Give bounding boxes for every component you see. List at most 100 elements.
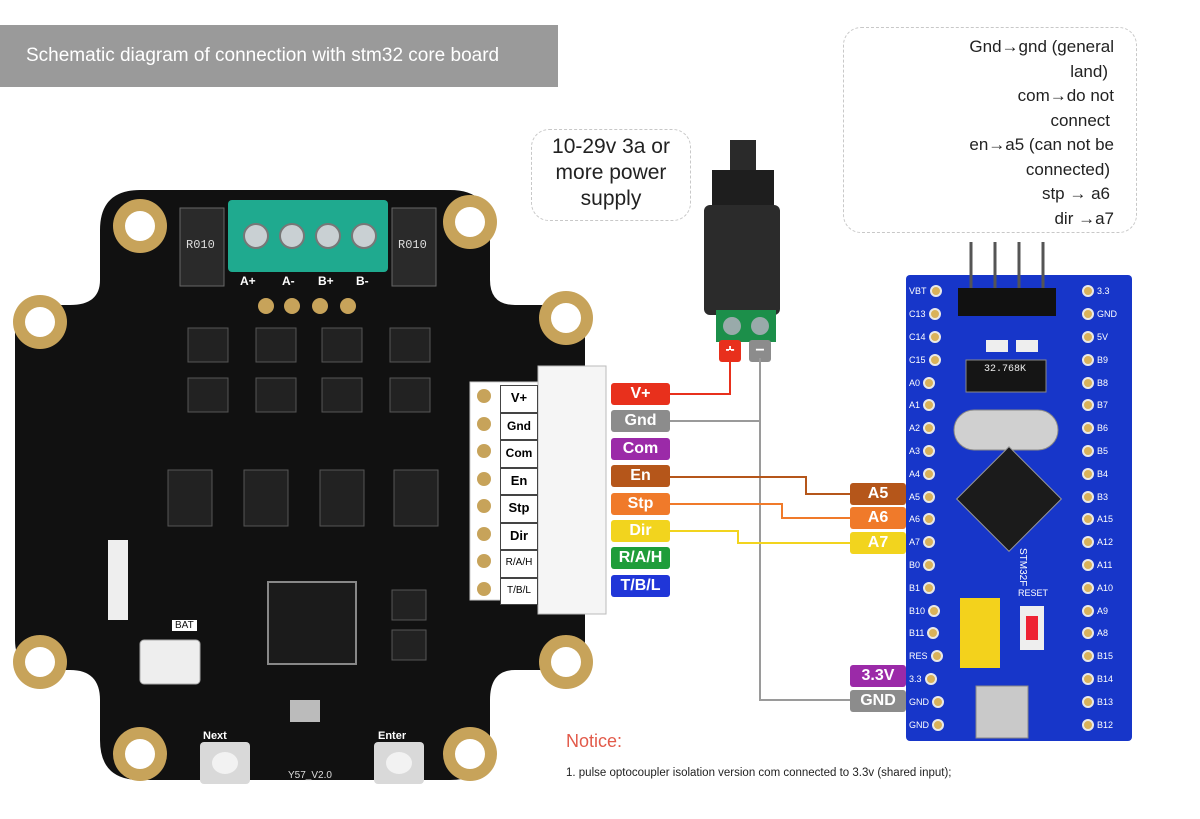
stm32-pin: A8 — [1082, 622, 1128, 645]
stm32-pin: C13 — [909, 303, 941, 326]
stm32-pin: VBT — [909, 280, 942, 303]
next-button[interactable] — [212, 752, 238, 774]
stm32-pin-label: C15 — [909, 354, 926, 365]
stm32-pin-label: A7 — [909, 537, 921, 548]
stm32-pin: 5V — [1082, 326, 1128, 349]
stm32-pin-hole — [1082, 285, 1094, 298]
signal-label-dir: Dir — [611, 519, 670, 542]
stm32-pin-hole — [1082, 718, 1094, 731]
stm32-pin-hole — [1082, 308, 1094, 321]
stm32-pin-hole — [923, 444, 936, 457]
mapping-note-line: en→a5 (can not be — [969, 135, 1114, 154]
wire-stp — [670, 503, 850, 519]
terminal-label: B- — [356, 274, 369, 288]
resistor-marking: R010 — [398, 238, 427, 252]
stm32-pin: B3 — [1082, 485, 1128, 508]
stm32-pin: B4 — [1082, 462, 1128, 485]
power-note-line: 10-29v 3a or — [552, 135, 670, 158]
stm32-pin-label: B1 — [909, 582, 921, 593]
stm32-pin-label: GND — [909, 719, 929, 730]
stm32-pin-label: B10 — [909, 605, 926, 616]
stm32-pin: A10 — [1082, 576, 1128, 599]
stm32-pin-label: A5 — [909, 491, 921, 502]
stm32-pin: A15 — [1082, 508, 1128, 531]
stm32-pin: A9 — [1082, 599, 1128, 622]
stm32-pin-label: GND — [909, 696, 929, 707]
stm32-pin-label: C14 — [909, 331, 926, 342]
stm32-pin: B14 — [1082, 668, 1128, 691]
stm32-pin-label: A3 — [909, 445, 921, 456]
driver-header-labels: V+ Gnd Com En Stp Dir R/A/H T/B/L — [500, 385, 538, 605]
mapping-note-line: dir →a7 — [1054, 208, 1114, 228]
stm32-pin-hole — [1082, 604, 1094, 617]
stm32-pin-label: B14 — [1097, 673, 1114, 684]
stm32-pin: B9 — [1082, 348, 1128, 371]
stm32-pin: B13 — [1082, 690, 1128, 713]
stm32-pin-hole — [1082, 513, 1094, 526]
mapping-note-line: connect — [1050, 110, 1110, 130]
stm32-pin-hole — [1082, 376, 1094, 389]
stm32-pin-hole — [928, 330, 941, 343]
stm32-pin-label: A12 — [1097, 537, 1114, 548]
stm32-reset-button[interactable] — [1026, 616, 1038, 640]
signal-label-list: V+ Gnd Com En Stp Dir R/A/H T/B/L — [611, 383, 670, 597]
mapping-note-line: stp → a6 — [1041, 184, 1110, 203]
stm32-label-a5: A5 — [850, 483, 906, 505]
stm32-pin-hole — [1082, 490, 1094, 503]
stm32-pin-hole — [923, 376, 936, 389]
stm32-pin-hole — [1082, 627, 1094, 640]
stm32-pin: GND — [909, 713, 944, 736]
stm32-pin: B6 — [1082, 417, 1128, 440]
signal-label-en: En — [611, 465, 670, 488]
stm32-pin: B7 — [1082, 394, 1128, 417]
stm32-pin-label: B11 — [909, 628, 925, 639]
stm32-pin-label: A1 — [909, 400, 921, 411]
stm32-pin-label: B6 — [1097, 423, 1109, 434]
stm32-pin-hole — [923, 422, 936, 435]
power-note-line: supply — [580, 187, 642, 210]
stm32-pin-label: 3.3 — [909, 673, 922, 684]
notice-text: 1. pulse optocoupler isolation version c… — [566, 767, 952, 779]
enter-button-label: Enter — [378, 730, 407, 742]
wire-v-plus — [670, 350, 731, 395]
stm32-pin-hole — [923, 399, 936, 412]
stm32-pin-hole — [928, 604, 941, 617]
stm32-pin-label: A4 — [909, 468, 921, 479]
terminal-label: A+ — [240, 274, 256, 288]
mapping-note-line: connected) — [1025, 159, 1110, 179]
stm32-pin-hole — [1082, 444, 1094, 457]
stm32-pin: A1 — [909, 394, 939, 417]
signal-label-tbl: T/B/L — [611, 574, 670, 597]
stm32-pin-label: B8 — [1097, 377, 1109, 388]
stm32-pin-hole — [1082, 695, 1094, 708]
stm32-pin: GND — [909, 690, 944, 713]
stm32-pin-hole — [930, 650, 943, 663]
header-label-gnd: Gnd — [500, 412, 538, 440]
stm32-pin-hole — [1082, 422, 1094, 435]
stm32-pin: B0 — [909, 554, 939, 577]
stm32-pin-hole — [924, 672, 937, 685]
stm32-pin-label: A11 — [1097, 559, 1113, 570]
stm32-pin-label: B4 — [1097, 468, 1109, 479]
power-note-line: more power — [555, 161, 667, 184]
header-label-en: En — [500, 467, 538, 495]
stm32-pin-hole — [923, 581, 936, 594]
signal-label-gnd: Gnd — [611, 410, 670, 433]
power-supply-note: 10-29v 3a or more power supply — [531, 129, 691, 221]
stm32-pin: B10 — [909, 599, 941, 622]
stm32-pin: A7 — [909, 531, 939, 554]
stm32-pin-label: B3 — [1097, 491, 1109, 502]
stm32-label-a7: A7 — [850, 532, 906, 554]
board-version: Y57_V2.0 — [288, 770, 332, 781]
mapping-note-line: land) — [1070, 61, 1108, 81]
stm32-pin-hole — [1082, 558, 1094, 571]
mapping-note-line: com→do not — [1017, 86, 1114, 105]
enter-button[interactable] — [386, 752, 412, 774]
stm32-pin-label: VBT — [909, 286, 927, 297]
stm32-pin: A2 — [909, 417, 939, 440]
stm32-pin: GND — [1082, 303, 1128, 326]
stm32-pin-hole — [929, 285, 942, 298]
signal-label-rah: R/A/H — [611, 547, 670, 570]
stm32-label-gnd: GND — [850, 690, 906, 712]
